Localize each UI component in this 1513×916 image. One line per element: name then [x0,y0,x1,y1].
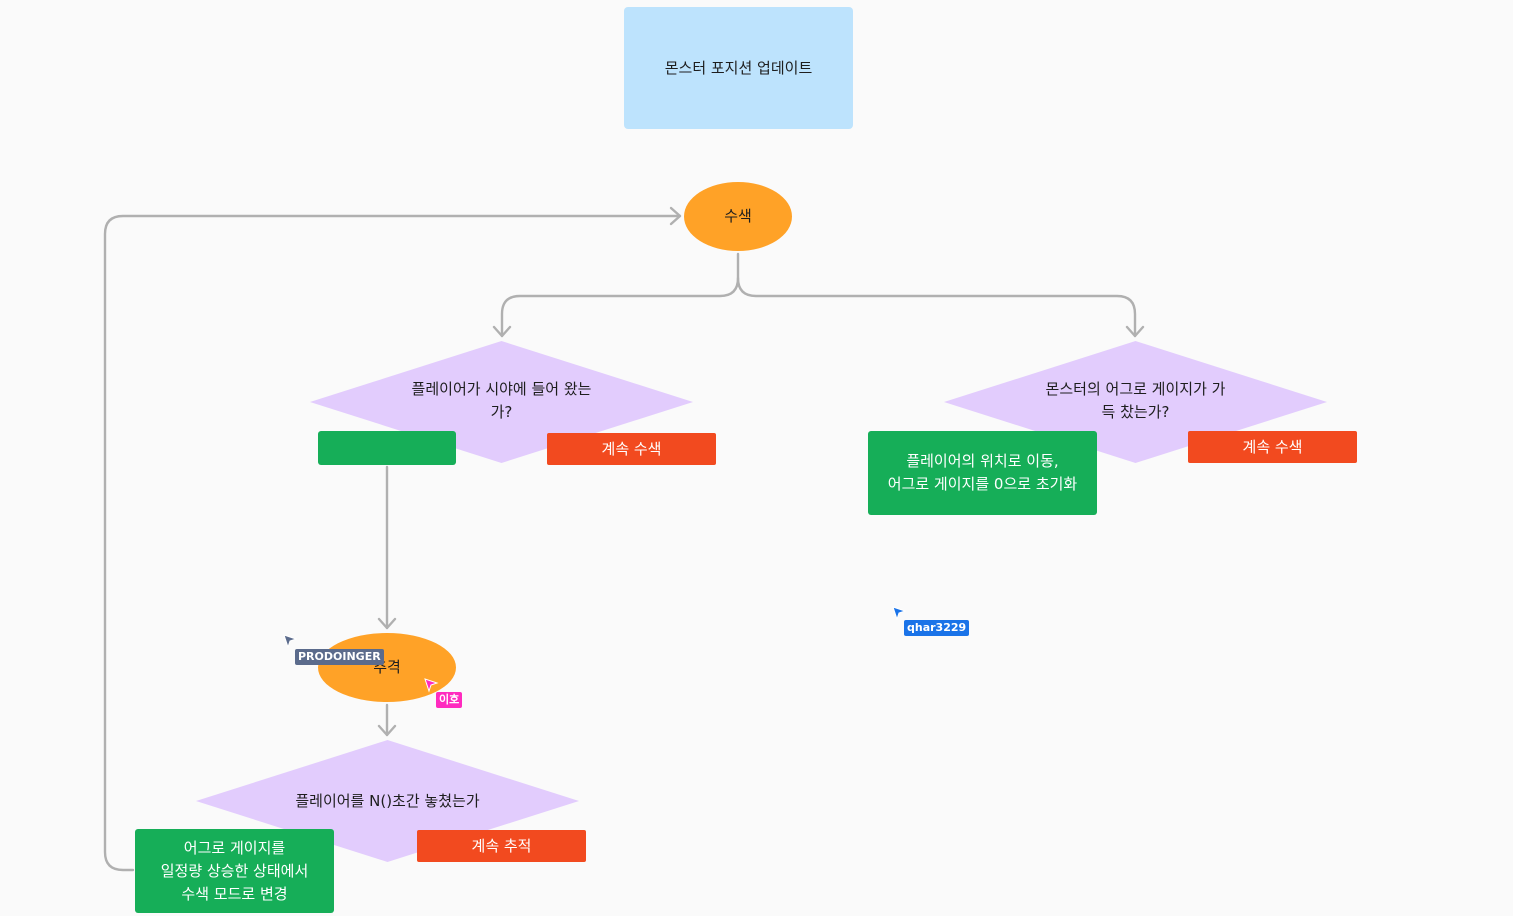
continue-search-label-right: 계속 수색 [1242,437,1303,456]
move-to-player-line1: 플레이어의 위치로 이동, [906,452,1059,470]
continue-search-label-left: 계속 수색 [601,439,662,458]
switch-mode-line3: 수색 모드로 변경 [181,884,288,903]
switch-to-search-box[interactable]: 어그로 게이지를 일정량 상승한 상태에서 수색 모드로 변경 [135,829,334,913]
connector-search-right [736,276,1137,338]
yes-branch-box[interactable] [318,431,456,465]
search-label: 수색 [724,207,752,225]
cursor-pointer-icon-qhar3229 [892,606,907,621]
switch-mode-line2: 일정량 상승한 상태에서 [160,861,309,880]
continue-chase-label: 계속 추적 [471,836,532,855]
switch-mode-line1: 어그로 게이지를 [183,838,286,857]
title-box[interactable]: 몬스터 포지션 업데이트 [624,7,853,129]
player-in-sight-line1: 플레이어가 시야에 들어 왔는 [411,380,592,398]
arrowhead-chase [377,617,397,630]
move-to-player-box[interactable]: 플레이어의 위치로 이동, 어그로 게이지를 0으로 초기화 [868,431,1097,515]
continue-search-box-right[interactable]: 계속 수색 [1188,431,1357,463]
arrowhead-search [669,206,682,226]
aggro-full-line2: 득 찼는가? [1101,403,1170,421]
continue-search-box-left[interactable]: 계속 수색 [547,433,716,465]
arrowhead-right-diamond [1125,325,1145,338]
cursor-label-iho: 이호 [436,692,463,708]
title-text: 몬스터 포지션 업데이트 [664,58,813,77]
chase-node[interactable]: 추격 [318,633,456,702]
arrowhead-lost [377,724,397,737]
cursor-pointer-icon-iho [424,678,439,693]
cursor-pointer-icon-prodoinger [283,634,298,649]
arrowhead-left-diamond [492,325,512,338]
move-to-player-line2: 어그로 게이지를 0으로 초기화 [887,475,1078,493]
lost-player-label: 플레이어를 N()초간 놓쳤는가 [295,791,480,810]
player-in-sight-line2: 가? [490,403,513,421]
cursor-label-qhar3229: qhar3229 [904,620,970,636]
cursor-label-prodoinger: PRODOINGER [295,649,384,665]
connector-search-split [500,252,740,338]
continue-chase-box[interactable]: 계속 추적 [417,830,586,862]
search-node[interactable]: 수색 [684,182,792,251]
connector-loop-back [103,214,682,872]
aggro-full-line1: 몬스터의 어그로 게이지가 가 [1045,380,1226,398]
